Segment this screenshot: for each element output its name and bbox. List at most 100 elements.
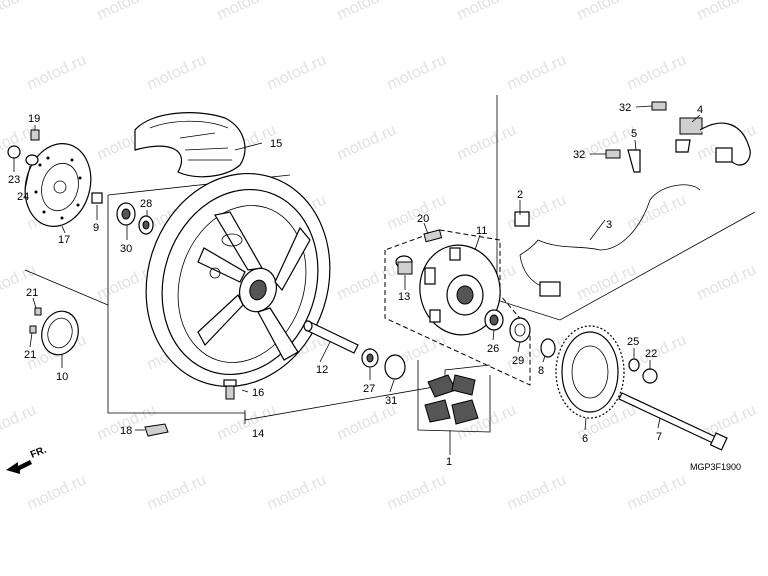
front-direction-arrow: [6, 460, 32, 474]
callout-21-bottom: 21: [24, 349, 36, 361]
balance-weight: [144, 423, 169, 437]
watermark-text: motod.ru: [145, 52, 209, 94]
callout-4: 4: [697, 104, 703, 116]
callout-13: 13: [398, 291, 410, 303]
callout-9: 9: [93, 222, 99, 234]
damper-group-box: [417, 360, 491, 433]
callout-32-top: 32: [619, 102, 631, 114]
axle-sleeve: [303, 320, 359, 354]
wheel-speed-sensor: [514, 101, 751, 297]
callout-29: 29: [512, 355, 524, 367]
callout-23: 23: [8, 174, 20, 186]
callout-32-bottom: 32: [573, 149, 585, 161]
callout-30: 30: [120, 243, 132, 255]
collar-9: [91, 192, 103, 204]
callout-15: 15: [270, 138, 282, 150]
callout-22: 22: [645, 348, 657, 360]
callout-16: 16: [252, 387, 264, 399]
watermark-text: motod.ru: [335, 122, 399, 164]
watermark-text: motod.ru: [95, 402, 159, 444]
watermark-text: motod.ru: [145, 472, 209, 514]
washer-24: [25, 154, 39, 166]
watermark-text: motod.ru: [575, 0, 639, 24]
watermark-text: motod.ru: [695, 262, 759, 304]
watermark-text: motod.ru: [25, 52, 89, 94]
oil-seal-29: [509, 317, 531, 343]
nut-23: [7, 145, 21, 159]
diagram-code: MGP3F1900: [690, 462, 741, 472]
pulser-screw-bottom: [29, 325, 37, 334]
callout-20: 20: [417, 213, 429, 225]
collar-13: [395, 255, 413, 275]
watermark-text: motod.ru: [575, 262, 639, 304]
watermark-text: motod.ru: [335, 0, 399, 24]
callout-17: 17: [58, 234, 70, 246]
watermark-text: motod.ru: [625, 472, 689, 514]
watermark-text: motod.ru: [455, 122, 519, 164]
watermark-text: motod.ru: [505, 52, 569, 94]
callout-7: 7: [656, 431, 662, 443]
wheel: [145, 172, 331, 388]
washer-25: [628, 358, 640, 372]
brake-disc: [24, 142, 92, 228]
watermark-text: motod.ru: [335, 402, 399, 444]
pulser-screw-top: [34, 307, 42, 316]
callout-26: 26: [487, 343, 499, 355]
callouts: 1 2 3 4 5 6 7 8 9 10 11 12 13 14 15 16 1…: [8, 102, 703, 468]
watermark-text: motod.ru: [25, 472, 89, 514]
sprocket-hub: [419, 244, 501, 336]
pulser-group-box: [24, 269, 109, 306]
watermark-text: motod.ru: [265, 52, 329, 94]
callout-5: 5: [631, 128, 637, 140]
watermark-text: motod.ru: [505, 472, 569, 514]
watermark-text: motod.ru: [95, 0, 159, 24]
watermark-text: motod.ru: [0, 0, 39, 24]
collar-8: [540, 338, 556, 358]
callout-31: 31: [385, 395, 397, 407]
callout-27: 27: [363, 383, 375, 395]
callout-28: 28: [140, 198, 152, 210]
air-valve: [223, 379, 237, 400]
watermark-text: motod.ru: [625, 192, 689, 234]
callout-25: 25: [627, 336, 639, 348]
hub-group-box: [384, 229, 531, 386]
nut-22: [642, 368, 658, 384]
callout-8: 8: [538, 365, 544, 377]
leader-lines: [13, 105, 701, 455]
watermark-text: motod.ru: [625, 52, 689, 94]
disc-bolt: [30, 129, 40, 141]
callout-6: 6: [582, 433, 588, 445]
callout-18: 18: [120, 425, 132, 437]
watermark-text: motod.ru: [385, 472, 449, 514]
watermark-text: motod.ru: [0, 402, 39, 444]
callout-2: 2: [517, 189, 523, 201]
o-ring-31: [384, 354, 406, 380]
watermark-text: motod.ru: [695, 0, 759, 24]
callout-10: 10: [56, 371, 68, 383]
damper-rubbers: [424, 374, 479, 425]
rear-axle: [618, 392, 728, 451]
watermark-text: motod.ru: [215, 402, 279, 444]
watermark-text: motod.ru: [505, 192, 569, 234]
watermark-text: motod.ru: [335, 262, 399, 304]
callout-3: 3: [606, 219, 612, 231]
watermark-text: motod.ru: [385, 52, 449, 94]
callout-11: 11: [476, 225, 487, 237]
callout-12: 12: [316, 364, 328, 376]
sensor-group-box: [496, 95, 756, 321]
direction-label: FR.: [29, 444, 48, 460]
callout-19: 19: [28, 113, 40, 125]
tire: [134, 112, 246, 178]
watermark-text: motod.ru: [265, 472, 329, 514]
callout-24: 24: [17, 191, 29, 203]
callout-21-top: 21: [26, 287, 38, 299]
stud-bolt: [423, 229, 443, 243]
watermark-text: motod.ru: [455, 0, 519, 24]
callout-1: 1: [446, 456, 452, 468]
pulser-ring: [41, 310, 79, 356]
callout-14: 14: [252, 428, 264, 440]
watermark-text: motod.ru: [215, 0, 279, 24]
driven-sprocket: [555, 325, 625, 419]
